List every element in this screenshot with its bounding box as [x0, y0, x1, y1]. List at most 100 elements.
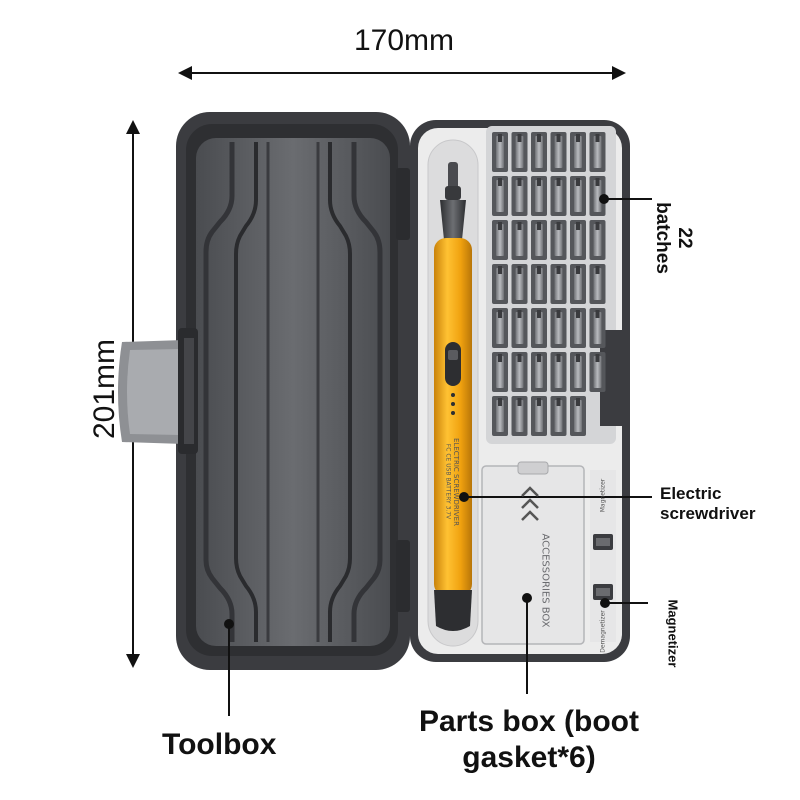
screwdriver-bit — [593, 312, 602, 344]
bit-tip — [517, 222, 522, 230]
screwdriver-bit — [593, 268, 602, 300]
accessories-box-print: ACCESSORIES BOX — [539, 533, 551, 628]
bit-tip — [556, 310, 561, 318]
bit-tip — [498, 178, 502, 186]
screwdriver-bit — [574, 400, 582, 432]
screwdriver-bit — [593, 224, 602, 256]
screwdriver-bit — [515, 400, 524, 432]
screwdriver-bit — [515, 356, 524, 388]
bit-tip — [517, 310, 522, 318]
bit-tip — [576, 310, 580, 318]
bit-tip — [595, 134, 600, 142]
case-latch — [118, 328, 198, 454]
screwdriver-bit — [574, 356, 582, 388]
bit-tip — [498, 398, 502, 406]
case-lid — [176, 112, 410, 670]
screwdriver-bit — [593, 180, 602, 212]
bit-tip — [537, 354, 541, 362]
bit-tip — [576, 354, 580, 362]
bit-set — [492, 132, 606, 436]
screwdriver-bit — [496, 268, 504, 300]
screwdriver-bit — [574, 224, 582, 256]
demagnetizer-mark-print: Demagnetizer — [599, 610, 607, 653]
screwdriver-bit — [496, 356, 504, 388]
width-dimension-label: 170mm — [354, 24, 455, 57]
bit-tip — [576, 134, 580, 142]
bit-tip — [595, 266, 600, 274]
screwdriver-bit — [515, 268, 524, 300]
bit-tip — [576, 398, 580, 406]
screwdriver-bit — [496, 224, 504, 256]
screwdriver-bit — [574, 136, 582, 168]
screwdriver-bit — [515, 224, 524, 256]
magnetizer-label: Magnetizer — [665, 599, 681, 668]
battery-text-print: FC CE USB BATTERY 3.7V — [444, 443, 452, 520]
electric-screwdriver — [434, 162, 472, 631]
bit-tip — [576, 266, 580, 274]
screwdriver-bit — [535, 400, 543, 432]
bit-tip — [537, 222, 541, 230]
screwdriver-bit — [554, 268, 563, 300]
screwdriver-bit — [535, 136, 543, 168]
screwdriver-bit — [535, 312, 543, 344]
bit-tip — [537, 134, 541, 142]
screwdriver-bit — [554, 400, 563, 432]
screwdriver-bit — [554, 180, 563, 212]
bit-tip — [595, 178, 600, 186]
screwdriver-bit — [515, 180, 524, 212]
bit-tip — [556, 266, 561, 274]
screwdriver-bit — [535, 180, 543, 212]
bit-tip — [576, 178, 580, 186]
bit-tip — [556, 222, 561, 230]
screwdriver-bit — [535, 356, 543, 388]
bit-tip — [498, 222, 502, 230]
bit-tip — [517, 398, 522, 406]
magnetizer-mark-print: Magnetizer — [599, 478, 607, 513]
bit-tip — [556, 398, 561, 406]
bit-tip — [517, 266, 522, 274]
bit-tip — [537, 398, 541, 406]
screwdriver-bit — [535, 224, 543, 256]
bit-tip — [556, 134, 561, 142]
bit-tip — [556, 178, 561, 186]
bit-tip — [595, 310, 600, 318]
screwdriver-bit — [554, 136, 563, 168]
screwdriver-bit — [515, 136, 524, 168]
bit-tip — [498, 310, 502, 318]
bit-batches-label: 22 batches — [652, 202, 695, 274]
screwdriver-bit — [535, 268, 543, 300]
parts-box-label: Parts box (boot gasket*6) — [418, 705, 639, 774]
electric-screwdriver-label: Electric screwdriver — [660, 484, 756, 523]
bit-tip — [537, 310, 541, 318]
bit-tip — [576, 222, 580, 230]
screwdriver-bit — [574, 180, 582, 212]
case-hinges — [396, 168, 410, 612]
toolbox-label: Toolbox — [162, 728, 277, 761]
screwdriver-bit — [496, 136, 504, 168]
screwdriver-bit — [574, 268, 582, 300]
bit-tip — [595, 354, 600, 362]
screwdriver-bit — [496, 312, 504, 344]
chevron-icon — [521, 486, 539, 521]
width-dimension-arrow — [178, 66, 626, 80]
screwdriver-bit — [574, 312, 582, 344]
screwdriver-bit — [496, 400, 504, 432]
bit-tip — [517, 354, 522, 362]
bit-tip — [498, 266, 502, 274]
bit-tip — [556, 354, 561, 362]
bit-tip — [517, 178, 522, 186]
bit-tip — [517, 134, 522, 142]
bit-tip — [537, 266, 541, 274]
screwdriver-bit — [515, 312, 524, 344]
screwdriver-bit — [593, 136, 602, 168]
bit-tip — [537, 178, 541, 186]
screwdriver-bit — [554, 312, 563, 344]
bit-tip — [595, 222, 600, 230]
height-dimension-label: 201mm — [88, 338, 122, 440]
screwdriver-bit — [554, 224, 563, 256]
screwdriver-name-print: ELECTRIC SCREWDRIVER — [452, 438, 460, 526]
screwdriver-bit — [593, 356, 602, 388]
callout-lines — [224, 194, 652, 716]
